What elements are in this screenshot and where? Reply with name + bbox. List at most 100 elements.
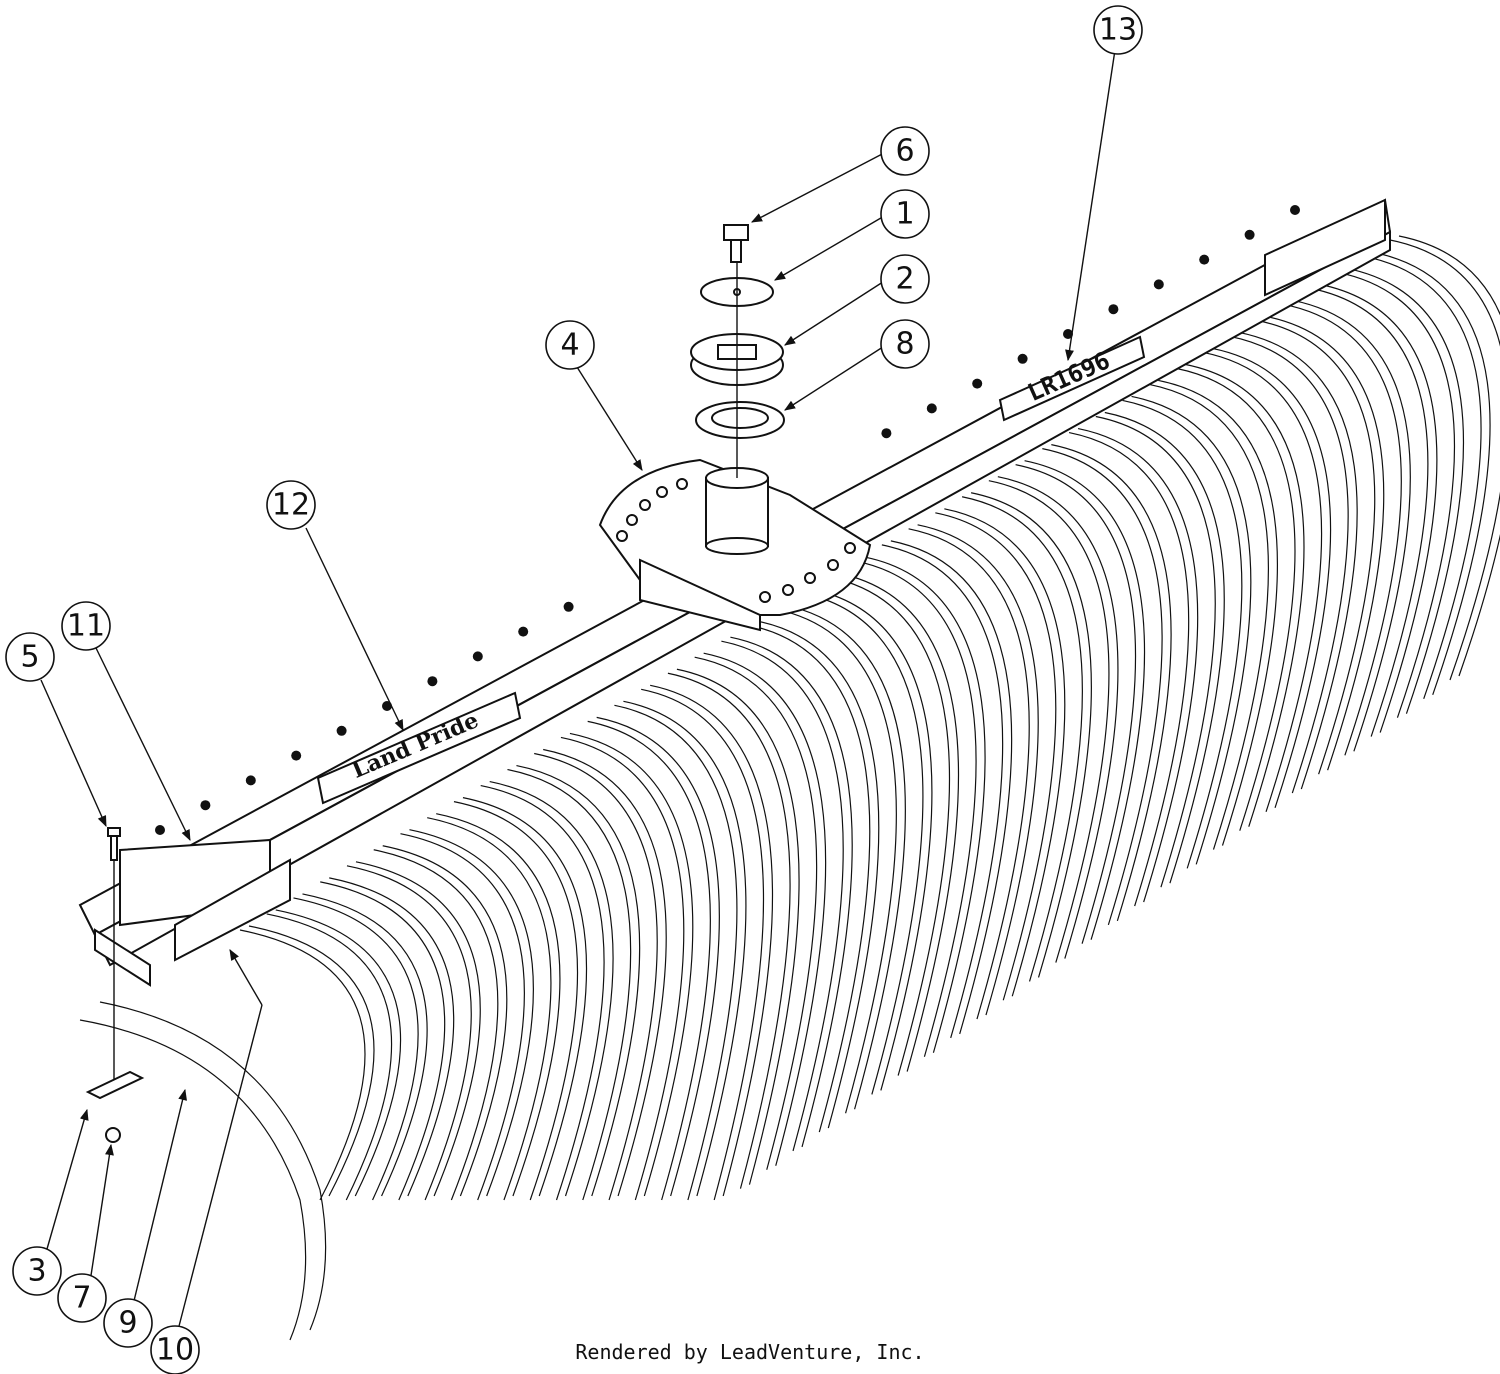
tine-edge [676, 668, 800, 1185]
tine-edge [783, 604, 906, 1110]
tine [748, 624, 871, 1133]
tine [694, 656, 818, 1170]
beam-bolt [926, 403, 937, 414]
tine [908, 528, 1030, 1020]
tine [641, 688, 765, 1201]
tine-edge [1345, 267, 1465, 714]
tine [961, 496, 1083, 982]
beam-bolt [1244, 229, 1255, 240]
tine-edge [1265, 315, 1385, 771]
tine [1042, 448, 1163, 926]
beam-bolt [1153, 279, 1164, 290]
tine-edge [917, 524, 1039, 1016]
tine-edge [1024, 460, 1146, 940]
callout-3: 3 [12, 1246, 62, 1296]
tine [1015, 464, 1137, 944]
beam-bolt [200, 800, 211, 811]
svg-text:12: 12 [272, 488, 310, 523]
beam-bolt [1199, 254, 1210, 265]
end-channel-left [94, 838, 291, 987]
svg-text:3: 3 [27, 1254, 46, 1289]
tine [721, 640, 844, 1152]
callout-2: 2 [880, 254, 930, 304]
clamp-plate-3 [85, 1070, 145, 1100]
tine-edge [757, 620, 880, 1129]
tine [427, 817, 552, 1201]
tine [1175, 367, 1296, 831]
tine [988, 480, 1110, 963]
tine-edge [997, 476, 1119, 959]
tine [346, 865, 472, 1201]
tine [534, 752, 658, 1201]
tine-edge [1184, 363, 1305, 827]
svg-text:1: 1 [895, 197, 914, 232]
tine-edge [944, 508, 1066, 997]
tine-edge [1158, 379, 1279, 846]
tine [1309, 287, 1429, 737]
svg-text:10: 10 [156, 1333, 194, 1368]
svg-text:8: 8 [895, 327, 914, 362]
beam-bolt [563, 601, 574, 612]
tine-edge [1211, 347, 1332, 809]
tine [1068, 431, 1190, 907]
bolt-5 [107, 827, 121, 861]
callout-9: 9 [103, 1298, 153, 1348]
tine-edge [730, 636, 853, 1148]
callout-5: 5 [5, 632, 55, 682]
tine-edge [890, 540, 1013, 1035]
beam-bolt [1017, 353, 1028, 364]
svg-text:6: 6 [895, 134, 914, 169]
tine-edge [623, 700, 747, 1197]
callout-13: 13 [1093, 5, 1143, 55]
svg-text:13: 13 [1099, 13, 1137, 48]
tine-edge [596, 716, 720, 1197]
tine-edge [275, 909, 402, 1197]
callout-8: 8 [880, 319, 930, 369]
callout-4: 4 [545, 320, 595, 370]
beam-bolt [881, 428, 892, 439]
tine-edge [489, 780, 614, 1197]
svg-text:7: 7 [72, 1281, 91, 1316]
tine [239, 929, 366, 1201]
tine-edge [650, 684, 774, 1197]
tine-edge [863, 556, 986, 1053]
tine [480, 784, 605, 1201]
tine-edge [248, 925, 375, 1197]
tine [854, 560, 977, 1057]
beam-bolt [291, 750, 302, 761]
beam-bolt [336, 725, 347, 736]
tine-edge [970, 492, 1092, 978]
svg-text:2: 2 [895, 262, 914, 297]
tine [1389, 239, 1500, 681]
beam-bolt [972, 378, 983, 389]
tine [614, 704, 738, 1201]
tine-edge [382, 845, 508, 1197]
end-plate-right [1264, 198, 1386, 297]
tine-edge [1104, 411, 1225, 884]
svg-text:9: 9 [118, 1306, 137, 1341]
svg-text:4: 4 [560, 328, 579, 363]
beam-bolt [1063, 329, 1073, 339]
callout-12: 12 [266, 480, 316, 530]
tine [507, 768, 632, 1201]
callout-10: 10 [150, 1325, 200, 1374]
tine [320, 881, 446, 1201]
beam-bolt [155, 825, 165, 835]
tine [560, 736, 685, 1201]
render-credit: Rendered by LeadVenture, Inc. [575, 1340, 925, 1364]
bolt-6 [723, 224, 749, 263]
tine-edge [1372, 251, 1491, 696]
tine [1336, 271, 1456, 718]
beam-bolt [427, 676, 438, 687]
tine [1256, 319, 1376, 775]
tine-edge [1131, 395, 1252, 865]
tine [266, 913, 393, 1201]
svg-text:5: 5 [20, 640, 39, 675]
tine-edge [516, 764, 641, 1197]
tine-edge [569, 732, 694, 1197]
nut-7 [105, 1127, 121, 1143]
tine [373, 849, 499, 1201]
tine [1363, 255, 1482, 700]
pivot-post [705, 467, 769, 555]
tine [1095, 415, 1216, 888]
